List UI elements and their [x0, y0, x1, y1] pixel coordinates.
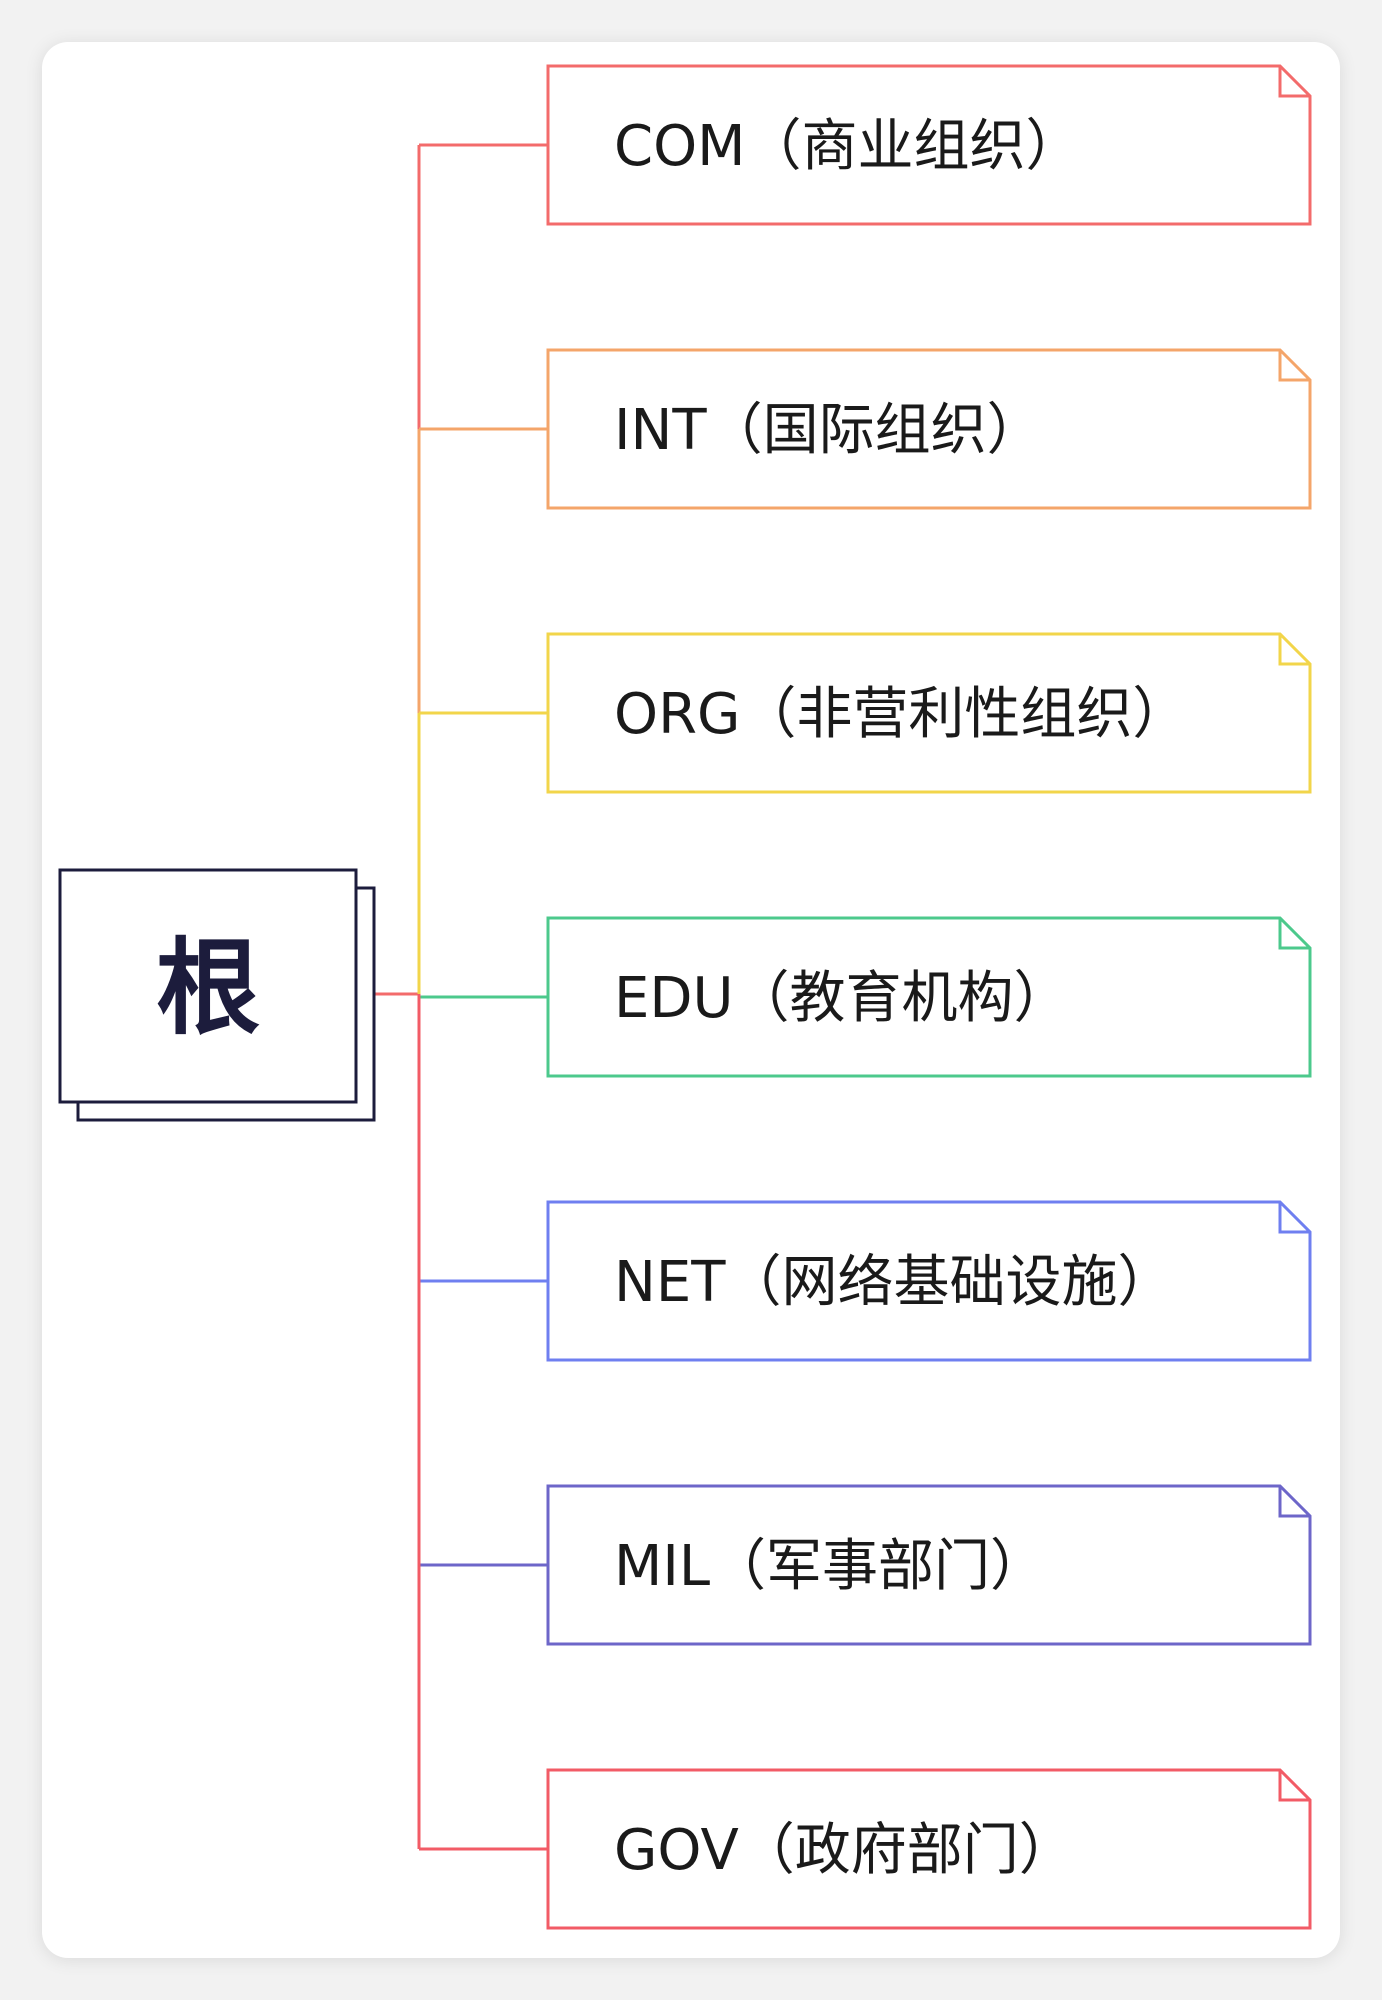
- child-node[interactable]: GOV（政府部门）: [546, 1768, 1312, 1930]
- page-fold-icon: [1278, 918, 1310, 950]
- connectors: [374, 143, 548, 1851]
- child-nodes: COM（商业组织） INT（国际组织） ORG（非营利性组织） EDU（教育机构） NE…: [546, 64, 1312, 1930]
- page-fold-icon: [1278, 350, 1310, 382]
- child-node[interactable]: MIL（军事部门）: [546, 1484, 1312, 1646]
- child-node-label: GOV（政府部门）: [614, 1818, 1075, 1883]
- child-node-box: [546, 632, 1312, 794]
- child-node-box: [546, 1768, 1312, 1930]
- child-node-box: [546, 916, 1312, 1078]
- child-node[interactable]: INT（国际组织）: [546, 348, 1312, 510]
- child-node-box: [546, 64, 1312, 226]
- root-node-box: [58, 868, 358, 1104]
- root-node-label: 根: [156, 927, 260, 1049]
- page-fold-icon: [1278, 1770, 1310, 1802]
- child-node[interactable]: ORG（非营利性组织）: [546, 632, 1312, 794]
- root-node[interactable]: 根: [58, 868, 376, 1122]
- page-fold-icon: [1278, 66, 1310, 98]
- page-fold-icon: [1278, 1202, 1310, 1234]
- child-node[interactable]: COM（商业组织）: [546, 64, 1312, 226]
- child-node-box: [546, 348, 1312, 510]
- child-node-label: INT（国际组织）: [614, 398, 1043, 463]
- child-node-box: [546, 1200, 1312, 1362]
- child-node[interactable]: NET（网络基础设施）: [546, 1200, 1312, 1362]
- page-fold-icon: [1278, 634, 1310, 666]
- page-fold-icon: [1278, 1486, 1310, 1518]
- child-node-box: [546, 1484, 1312, 1646]
- child-node-label: NET（网络基础设施）: [614, 1250, 1173, 1315]
- child-node-label: EDU（教育机构）: [614, 966, 1070, 1031]
- child-node[interactable]: EDU（教育机构）: [546, 916, 1312, 1078]
- child-node-label: MIL（军事部门）: [614, 1534, 1046, 1599]
- child-node-label: COM（商业组织）: [614, 114, 1082, 179]
- child-node-label: ORG（非营利性组织）: [614, 682, 1188, 747]
